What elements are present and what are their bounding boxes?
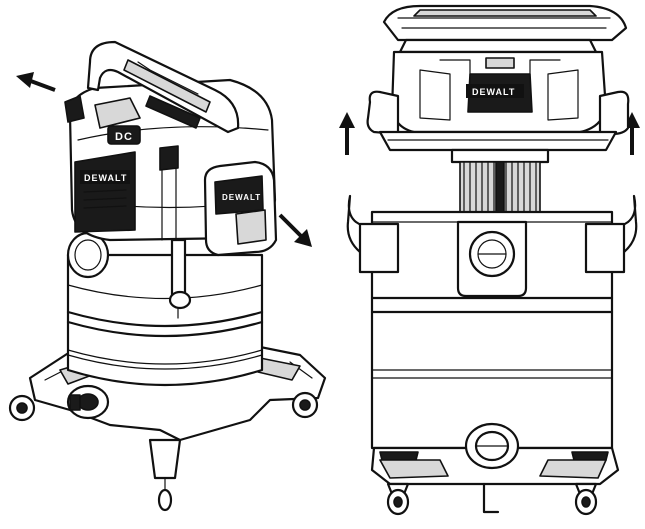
caster-wheel-icon (148, 438, 182, 512)
front-inlet-icon (456, 220, 528, 298)
right-vacuum-exploded: DEWALT (339, 4, 640, 516)
side-brand-label: DEWALT (222, 193, 261, 202)
right-drum (346, 194, 638, 450)
left-drum (66, 253, 264, 387)
arrow-up-icon (339, 112, 355, 155)
badge-label: DC (115, 131, 133, 143)
right-brand-label: DEWALT (472, 87, 515, 97)
carry-handle (86, 40, 240, 134)
power-switch-icon: DC (107, 125, 141, 145)
hose-inlet-icon (66, 384, 110, 420)
brand-plate-left: DEWALT (74, 151, 136, 233)
arrow-down-right-icon (278, 213, 312, 247)
right-caster-base (370, 422, 620, 516)
base-inlet-icon (464, 422, 520, 470)
left-motor-head: DC DEWALT DEWALT (64, 40, 278, 257)
cartridge-filter (450, 148, 550, 213)
right-motor-head: DEWALT (366, 4, 630, 152)
battery-pack: DEWALT (203, 160, 278, 257)
caster-wheel-icon (291, 391, 319, 419)
caster-wheel-icon (574, 482, 598, 516)
arrow-left-icon (16, 72, 56, 92)
top-handle (382, 4, 628, 42)
brand-label: DEWALT (84, 173, 127, 183)
caster-wheel-icon (386, 482, 410, 516)
left-vacuum-assembled: DC DEWALT DEWALT (8, 40, 327, 512)
caster-wheel-icon (8, 394, 36, 422)
